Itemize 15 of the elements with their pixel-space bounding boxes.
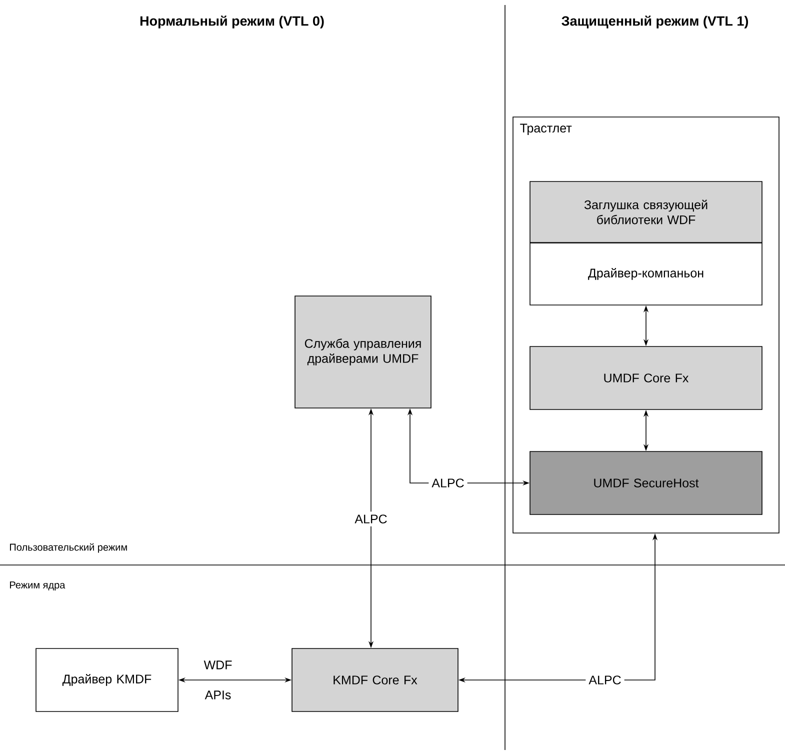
edge-label: ALPC: [428, 476, 468, 490]
process-box: Драйвер KMDF: [36, 648, 178, 712]
process-box: Драйвер-компаньон: [530, 242, 762, 306]
process-box: UMDF SecureHost: [530, 451, 762, 515]
process-box: Заглушка связующей библиотеки WDF: [530, 181, 762, 243]
heading: Защищенный режим (VTL 1): [562, 16, 748, 28]
heading: Нормальный режим (VTL 0): [140, 16, 324, 28]
region-label: Пользовательский режим: [10, 543, 127, 553]
process-box: UMDF Core Fx: [530, 346, 762, 410]
process-box: Служба управления драйверами UMDF: [294, 296, 432, 408]
edge-label: ALPC: [352, 512, 390, 526]
process-box: KMDF Core Fx: [292, 648, 458, 712]
edge-label: WDF APIs: [204, 660, 232, 700]
edge-label: ALPC: [586, 672, 624, 688]
region-label: Режим ядра: [10, 582, 66, 590]
